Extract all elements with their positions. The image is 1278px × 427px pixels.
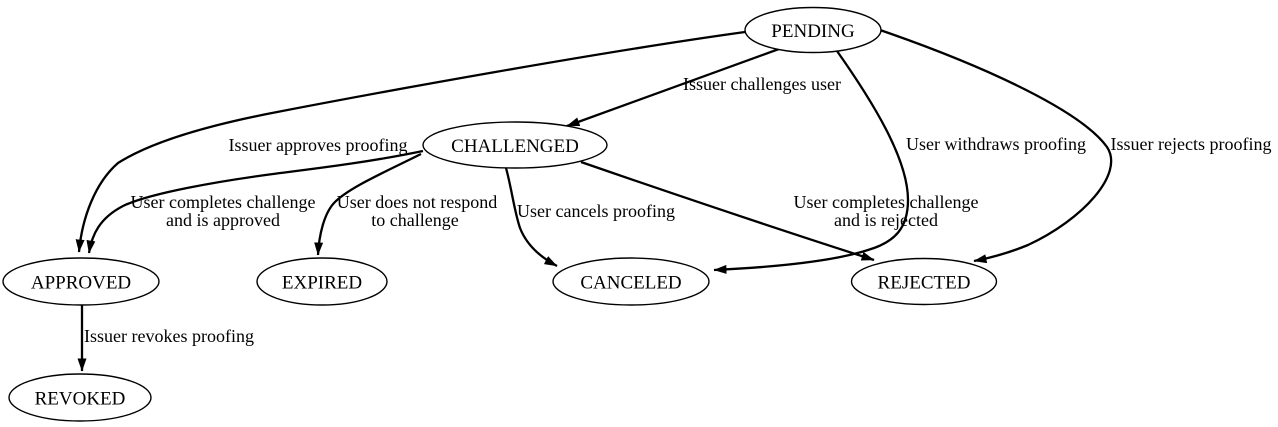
edge-pending-rejected-path	[879, 28, 1113, 264]
edge-challenged-approved-path	[86, 149, 424, 254]
edge-pending-challenged: Issuer challenges user	[566, 47, 841, 128]
edge-pending-canceled-path	[713, 50, 910, 274]
edge-challenged-canceled: User cancels proofing	[504, 167, 675, 268]
edge-challenged-approved-label-line1: User completes challenge	[131, 192, 316, 212]
edge-challenged-rejected-label-line1: User completes challenge	[794, 192, 979, 212]
edge-pending-challenged-label: Issuer challenges user	[683, 74, 841, 94]
edge-pending-approved: Issuer approves proofing	[75, 30, 746, 253]
pending-node-ellipse	[744, 6, 882, 54]
edge-challenged-expired-path	[314, 152, 422, 256]
rejected-node-ellipse	[850, 257, 998, 306]
pending-node-label: PENDING	[771, 21, 855, 42]
edge-pending-approved-label: Issuer approves proofing	[229, 135, 408, 155]
edge-challenged-approved: User completes challenge and is approved	[86, 149, 424, 254]
expired-node-label: EXPIRED	[282, 273, 362, 294]
edge-pending-canceled-label: User withdraws proofing	[906, 134, 1086, 154]
node-pending: PENDING	[744, 6, 882, 54]
node-rejected: REJECTED	[850, 257, 998, 306]
rejected-node-label: REJECTED	[878, 273, 971, 294]
challenged-node-label: CHALLENGED	[451, 136, 579, 157]
edge-pending-rejected-label: Issuer rejects proofing	[1111, 134, 1272, 154]
edge-challenged-canceled-path	[504, 167, 558, 268]
canceled-node-label: CANCELED	[580, 273, 681, 294]
challenged-node-ellipse	[422, 121, 608, 169]
edge-approved-revoked: Issuer revokes proofing	[77, 305, 254, 372]
edge-challenged-canceled-label: User cancels proofing	[517, 201, 675, 221]
edge-challenged-expired-label-line1: User does not respond	[337, 192, 497, 212]
edge-pending-rejected: Issuer rejects proofing	[879, 28, 1272, 264]
edge-challenged-expired: User does not respond to challenge	[314, 152, 497, 256]
node-revoked: REVOKED	[8, 373, 152, 422]
approved-node-label: APPROVED	[31, 273, 131, 294]
edge-pending-approved-path	[75, 30, 746, 253]
node-challenged: CHALLENGED	[422, 121, 608, 169]
edge-challenged-rejected-path	[580, 160, 875, 262]
revoked-node-ellipse	[8, 373, 152, 422]
canceled-node-ellipse	[552, 257, 710, 306]
approved-node-ellipse	[2, 257, 160, 306]
node-expired: EXPIRED	[256, 257, 388, 306]
edge-challenged-rejected: User completes challenge and is rejected	[580, 160, 979, 262]
edge-challenged-expired-label-line2: to challenge	[371, 210, 458, 230]
node-approved: APPROVED	[2, 257, 160, 306]
edge-challenged-approved-label-line2: and is approved	[166, 210, 280, 230]
edge-pending-canceled: User withdraws proofing	[713, 50, 1086, 274]
edge-approved-revoked-label: Issuer revokes proofing	[84, 326, 254, 346]
edge-pending-challenged-path	[566, 47, 780, 128]
revoked-node-label: REVOKED	[35, 389, 126, 410]
expired-node-ellipse	[256, 257, 388, 306]
edge-challenged-rejected-label-line2: and is rejected	[834, 210, 938, 230]
node-canceled: CANCELED	[552, 257, 710, 306]
